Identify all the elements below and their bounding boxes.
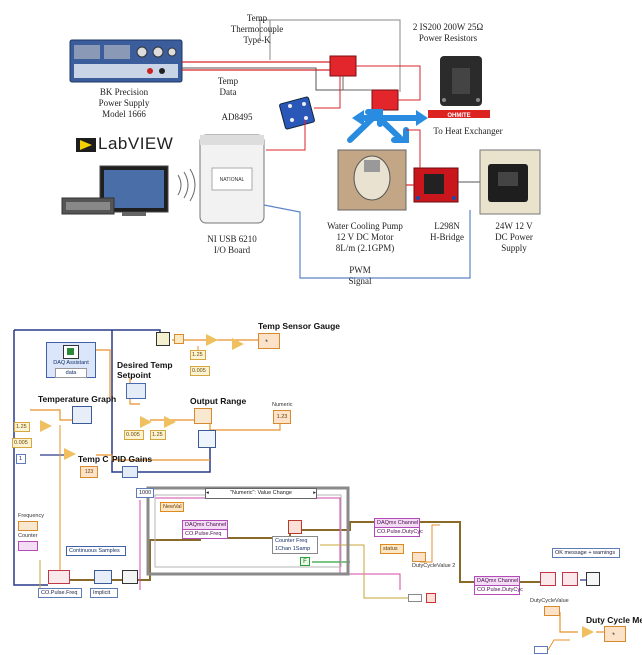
water-pump-icon xyxy=(337,149,407,211)
mult-triangle-mid xyxy=(164,416,176,428)
counter-label: Counter xyxy=(18,533,38,539)
co-pulse-dutycyc-1: CO.Pulse.DutyCyc xyxy=(374,527,423,537)
laptop-icon xyxy=(61,165,169,216)
desired-temp-control[interactable] xyxy=(126,383,146,399)
pid-gains-label: PID Gains xyxy=(112,454,153,464)
pid-gains-control[interactable] xyxy=(122,466,138,478)
mult-triangle-left xyxy=(40,420,52,432)
thermocouple-wire xyxy=(259,19,401,92)
temp-data-label: Temp Data xyxy=(217,76,239,97)
daqmx-stop-vi[interactable] xyxy=(562,572,578,586)
ni-usb-board-icon: NATIONAL xyxy=(199,134,265,224)
amplifier-board-icon xyxy=(279,96,315,130)
const-1-ring: 1 xyxy=(16,454,26,464)
power-supply-label: BK Precision Power Supply Model 1666 xyxy=(98,87,150,119)
pwm-wire xyxy=(263,204,471,279)
event-case-selector[interactable]: ◂"Numeric": Value Change▸ xyxy=(205,488,317,499)
duty-cycle-meter-label: Duty Cycle Met xyxy=(586,615,642,625)
heat-exchanger-label: To Heat Exchanger xyxy=(433,126,503,136)
event-prev-icon[interactable]: ◂ xyxy=(206,490,209,496)
pump-label: Water Cooling Pump 12 V DC Motor 8L/m (2… xyxy=(327,221,403,253)
amplifier-label: AD8495 xyxy=(221,112,253,122)
temp-sensor-gauge-indicator[interactable]: ◔ xyxy=(258,333,280,349)
duty-cycle-2-indicator[interactable] xyxy=(412,552,426,562)
hbridge-label: L298N H-Bridge xyxy=(430,221,464,242)
dc-power-supply-icon xyxy=(479,149,541,215)
frequency-label: Frequency xyxy=(18,513,44,519)
implicit-ring[interactable]: Implicit xyxy=(90,588,118,598)
ok-message-ring[interactable]: OK message + warnings xyxy=(552,548,620,558)
counter-freq-icon[interactable] xyxy=(288,520,302,534)
pid-vi[interactable] xyxy=(198,430,216,448)
co-pulse-freq-ring[interactable]: CO.Pulse.Freq xyxy=(38,588,82,598)
const-0.005-left: 0.005 xyxy=(12,438,32,448)
daq-assistant-block[interactable]: DAQ Assistant data xyxy=(46,342,96,378)
co-pulse-freq-2: CO.Pulse.Freq xyxy=(182,529,228,539)
power-supply-icon xyxy=(69,39,183,83)
temperature-graph-label: Temperature Graph xyxy=(38,394,117,404)
thermocouple-label: Temp Thermocouple Type-K xyxy=(230,13,284,45)
const-0.005-mid: 0.005 xyxy=(124,430,144,440)
frequency-control[interactable] xyxy=(18,521,38,531)
stop-terminal xyxy=(426,593,436,603)
sub-triangle-mid xyxy=(140,416,152,428)
const-1.25-top: 1.25 xyxy=(190,350,206,360)
hardware-diagram: OHMITE xyxy=(61,19,541,279)
const-1000: 1000 xyxy=(136,488,154,498)
mult-triangle-bottom xyxy=(582,626,594,638)
supply-wire-red xyxy=(182,61,330,71)
resistors-label: 2 IS200 200W 25Ω Power Resistors xyxy=(412,22,484,43)
temp-c-label: Temp C xyxy=(78,454,109,464)
meter-icon: ◔ xyxy=(610,629,616,639)
pwm-label: PWM Signal xyxy=(348,265,372,286)
numeric-label: Numeric xyxy=(272,402,293,408)
desired-temp-label: Desired Temp Setpoint xyxy=(117,360,173,380)
temp-c-indicator[interactable]: 123 xyxy=(80,466,98,478)
svg-text:NATIONAL: NATIONAL xyxy=(220,177,245,183)
newval-node: NewVal xyxy=(160,502,184,512)
const-1.25-left: 1.25 xyxy=(14,422,30,432)
labview-logo-text: LabVIEW xyxy=(98,134,174,153)
svg-text:OHMITE: OHMITE xyxy=(447,113,470,119)
conversion-function-top[interactable] xyxy=(156,332,170,346)
counter-freq-node: Counter Freq 1Chan 1Samp xyxy=(272,536,318,554)
const-0.005-top: 0.005 xyxy=(190,366,210,376)
daqmx-timing-vi[interactable] xyxy=(94,570,112,584)
continuous-samples-ring[interactable]: Continuous Samples xyxy=(66,546,126,556)
power-resistor-icon: OHMITE xyxy=(428,56,490,119)
duty-cycle-value-control[interactable] xyxy=(544,606,560,616)
status-node: status xyxy=(380,544,404,554)
add-triangle-top xyxy=(206,334,218,346)
error-handler-vi[interactable] xyxy=(586,572,600,586)
mult-triangle-top xyxy=(232,338,244,350)
dc-supply-label: 24W 12 V DC Power Supply xyxy=(495,221,533,253)
duty-cycle-2-label: DutyCycleValue 2 xyxy=(412,563,456,569)
bool-compare-node xyxy=(408,594,422,602)
multiply-node-top[interactable] xyxy=(174,334,184,344)
bottom-const xyxy=(534,646,548,654)
false-const[interactable]: F xyxy=(300,557,310,566)
daqmx-create-channel-vi[interactable] xyxy=(48,570,70,584)
temp-sensor-gauge-label: Temp Sensor Gauge xyxy=(258,321,341,331)
heat-exchanger-arrow-icon xyxy=(347,109,428,143)
counter-control[interactable] xyxy=(18,541,38,551)
numeric-indicator[interactable]: 1.23 xyxy=(273,410,291,424)
gauge-icon: ◔ xyxy=(263,336,269,346)
io-board-label: NI USB 6210 I/O Board xyxy=(207,234,257,255)
duty-cycle-meter-indicator[interactable]: ◔ xyxy=(604,626,626,642)
const-1.25-mid: 1.25 xyxy=(150,430,166,440)
co-pulse-dutycyc-2: CO.Pulse.DutyCyc xyxy=(474,585,523,595)
output-range-label: Output Range xyxy=(190,396,247,406)
add-triangle-left xyxy=(64,448,76,460)
output-range-control[interactable] xyxy=(194,408,212,424)
temperature-graph-indicator[interactable] xyxy=(72,406,92,424)
duty-cycle-value-label: DutyCycleValue xyxy=(530,598,569,604)
daqmx-start-vi[interactable] xyxy=(122,570,138,584)
h-bridge-icon xyxy=(413,167,459,203)
daqmx-clear-vi[interactable] xyxy=(540,572,556,586)
event-next-icon[interactable]: ▸ xyxy=(313,490,316,496)
amp-wire xyxy=(266,120,306,151)
